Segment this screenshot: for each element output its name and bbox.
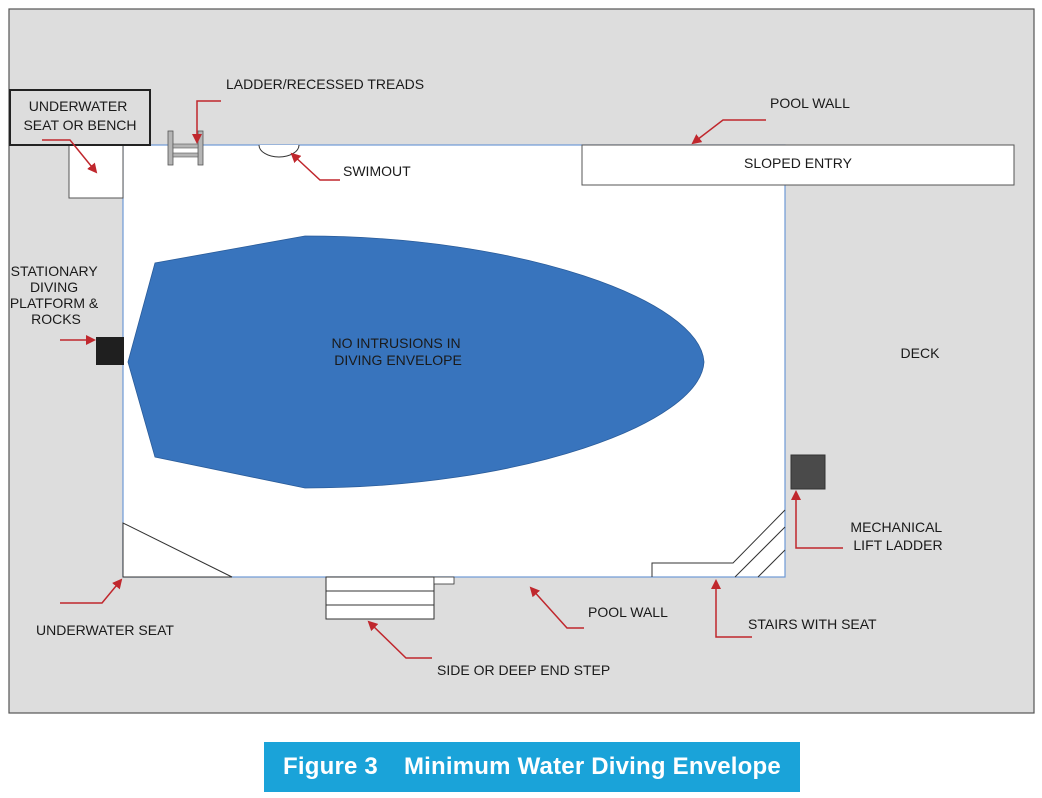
stationary-platform-label: STATIONARY DIVING PLATFORM & ROCKS [10,263,102,327]
swimout [258,144,300,158]
side-step-label: SIDE OR DEEP END STEP [437,662,610,678]
swimout-label: SWIMOUT [343,163,411,179]
stairs-with-seat [651,509,786,578]
underwater-seat-or-bench-box [9,89,151,146]
mechanical-lift [790,454,826,490]
arrow-underwater-seat [60,578,123,604]
ladder-label: LADDER/RECESSED TREADS [226,76,424,92]
diving-platform [96,337,124,365]
stairs-with-seat-label: STAIRS WITH SEAT [748,616,877,632]
underwater-seat-label: UNDERWATER SEAT [36,622,174,638]
arrow-swimout [290,152,340,181]
arrow-side-step [367,620,432,659]
figure-caption: Figure 3 Minimum Water Diving Envelope [264,742,800,792]
arrow-pool-wall-bottom [529,586,584,629]
side-step [325,576,455,620]
figure-number: Figure 3 [283,753,378,780]
arrow-stairs [711,579,752,638]
sloped-entry [581,144,1015,186]
pool-wall-bottom-label: POOL WALL [588,604,668,620]
figure-title: Minimum Water Diving Envelope [403,753,781,780]
envelope-label: NO INTRUSIONS IN DIVING ENVELOPE [331,335,464,368]
diving-envelope [127,235,705,489]
deck-label: DECK [901,345,941,361]
arrow-ladder [192,100,221,144]
mechanical-lift-label: MECHANICAL LIFT LADDER [850,519,945,553]
underwater-seat-or-bench-label: UNDERWATER SEAT OR BENCH [23,98,136,133]
underwater-seat-triangle [122,522,233,578]
arrow-pool-wall-top [691,119,766,145]
ladder-icon [167,130,204,166]
sloped-entry-label: SLOPED ENTRY [744,155,853,171]
arrow-bench [42,139,98,174]
pool-wall-top-label: POOL WALL [770,95,850,111]
arrow-lift [791,490,843,549]
